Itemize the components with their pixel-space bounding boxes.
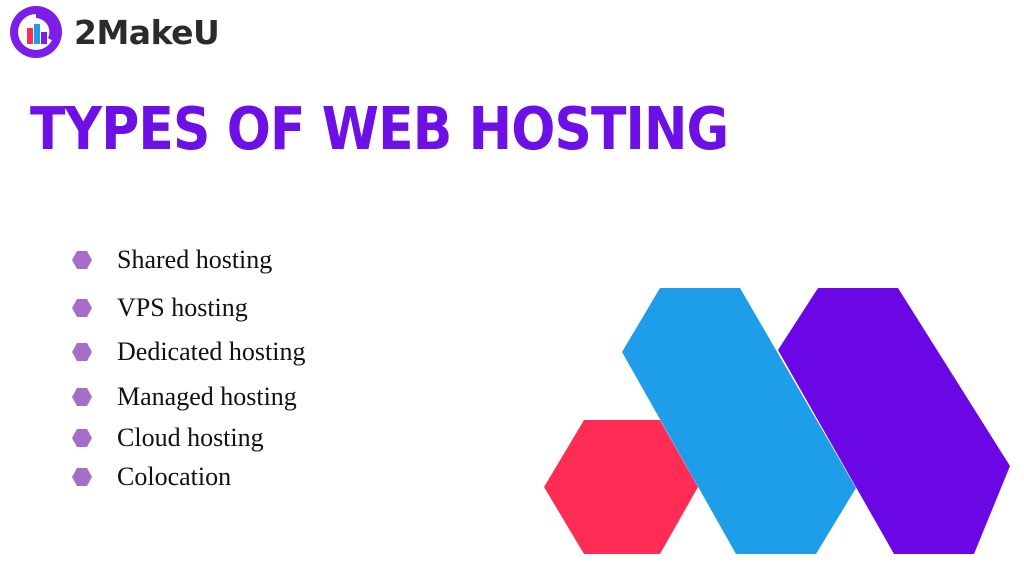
- list-item-label: Cloud hosting: [117, 423, 264, 452]
- m-shape-logo-graphic: [544, 288, 1010, 554]
- hexagon-bullet-icon: [72, 343, 92, 361]
- list-item: Managed hosting: [72, 382, 297, 412]
- list-item-label: Dedicated hosting: [117, 337, 306, 366]
- hexagon-bullet-icon: [72, 251, 92, 269]
- brand-logo: 2MakeU: [8, 4, 220, 60]
- list-item: VPS hosting: [72, 293, 248, 323]
- brand-name: 2MakeU: [74, 12, 220, 52]
- blue-bar-shape: [622, 288, 856, 554]
- hexagon-bullet-icon: [72, 429, 92, 447]
- hexagon-bullet-icon: [72, 388, 92, 406]
- red-hexagon-shape: [544, 420, 698, 554]
- hexagon-bullet-icon: [72, 299, 92, 317]
- list-item-label: Managed hosting: [117, 382, 297, 411]
- page-title: TYPES OF WEB HOSTING: [30, 94, 729, 163]
- list-item: Dedicated hosting: [72, 337, 305, 367]
- list-item: Cloud hosting: [72, 423, 264, 453]
- 2makeu-logo-icon: [10, 6, 62, 58]
- list-item: Colocation: [72, 462, 231, 492]
- list-item-label: VPS hosting: [117, 293, 248, 322]
- list-item-label: Colocation: [117, 462, 232, 491]
- list-item: Shared hosting: [72, 245, 272, 275]
- list-item-label: Shared hosting: [117, 245, 273, 274]
- purple-bar-shape: [778, 288, 1010, 554]
- hexagon-bullet-icon: [72, 468, 92, 486]
